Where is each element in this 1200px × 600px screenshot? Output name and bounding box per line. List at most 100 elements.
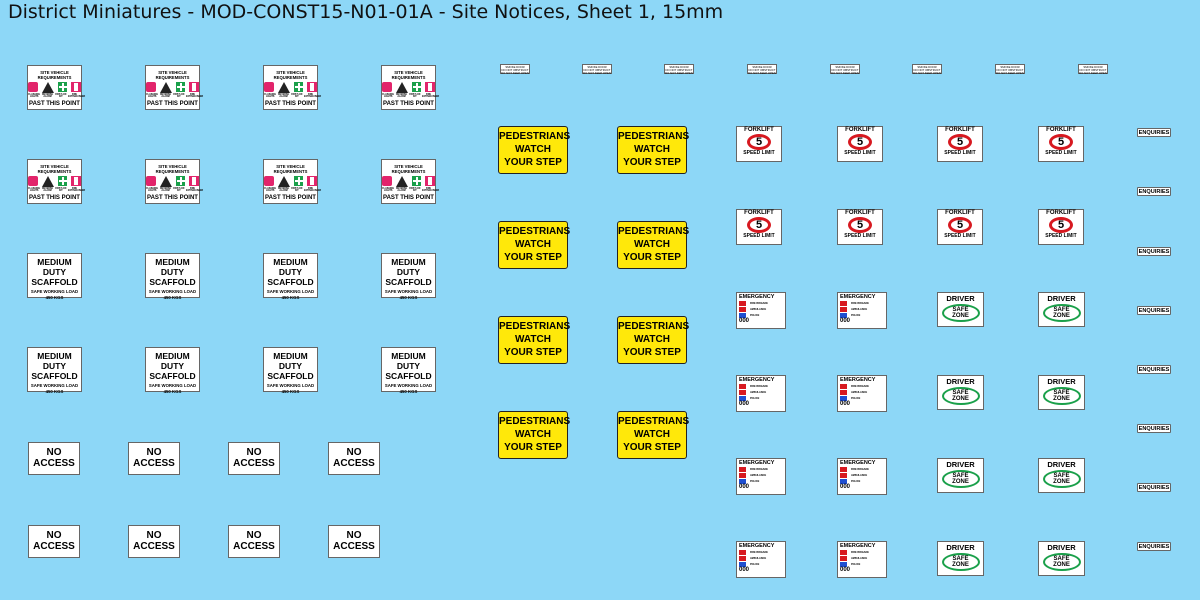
sign-footer: PAST THIS POINT: [265, 195, 316, 201]
sign-line: ACCESS: [333, 458, 375, 469]
enquiries-sign: ENQUIRIES: [1137, 306, 1171, 315]
row-label: AMBULANCE: [750, 556, 767, 560]
speed-circle: 5: [747, 217, 771, 233]
fire-extinguisher-icon: [307, 82, 318, 92]
sub-line: SAFE WORKING LOAD: [30, 383, 79, 388]
site-vehicle-requirements-sign: SITE VEHICLE REQUIREMENTS FLASHING LIGHT…: [145, 159, 203, 204]
police-icon: [739, 395, 746, 401]
warning-icon: [159, 176, 172, 187]
sign-line: DO NOT OBSTRUCT: [913, 68, 941, 72]
no-access-sign: NO ACCESS: [328, 442, 380, 475]
caption: FIRST AID KIT: [409, 188, 421, 192]
sign-heading: EMERGENCY: [739, 460, 775, 466]
warning-icon: [395, 176, 408, 187]
ambulance-icon: [840, 306, 847, 312]
ambulance-icon: [739, 306, 746, 312]
heading-line: SCAFFOLD: [31, 371, 78, 381]
sign-top: DRIVER: [946, 294, 975, 303]
no-access-sign: NO ACCESS: [328, 525, 380, 558]
police-icon: [840, 478, 847, 484]
row-label: AMBULANCE: [750, 390, 767, 394]
sign-line: WATCH: [634, 429, 670, 440]
sign-top: DRIVER: [1047, 543, 1076, 552]
heading-line: SCAFFOLD: [31, 277, 78, 287]
sign-top: FORKLIFT: [1046, 127, 1076, 133]
sub-line: 450 KGS: [45, 389, 64, 394]
oval-line: ZONE: [952, 396, 969, 402]
driver-safe-zone-sign: DRIVER SAFE ZONE: [937, 541, 984, 576]
warning-icon: [277, 82, 290, 93]
row-label: FIRE BRIGADE: [750, 467, 768, 471]
row-label: FIRE BRIGADE: [851, 301, 869, 305]
emergency-number: 000: [739, 484, 750, 490]
heading-line: MEDIUM DUTY: [155, 351, 190, 371]
sign-heading: SITE VEHICLE REQUIREMENTS: [391, 164, 426, 174]
ambulance-icon: [840, 389, 847, 395]
site-vehicle-requirements-sign: SITE VEHICLE REQUIREMENTS FLASHING LIGHT…: [263, 65, 322, 110]
heading-line: SCAFFOLD: [385, 371, 432, 381]
emergency-sign: EMERGENCY FIRE BRIGADE AMBULANCE POLICE …: [837, 541, 887, 578]
caption: FLASHING LIGHTS: [382, 94, 395, 98]
flashing-light-icon: [146, 176, 156, 186]
first-aid-icon: [411, 176, 422, 186]
sign-line: PEDESTRIANS: [499, 321, 571, 332]
emergency-number: 000: [840, 318, 851, 324]
first-aid-icon: [57, 176, 68, 186]
safe-zone-oval: SAFE ZONE: [1042, 304, 1081, 322]
safe-zone-oval: SAFE ZONE: [1042, 387, 1081, 405]
heading-line: SCAFFOLD: [267, 277, 314, 287]
sign-bottom: SPEED LIMIT: [1045, 233, 1077, 239]
sign-line: NO: [46, 447, 62, 458]
safe-zone-oval: SAFE ZONE: [1042, 553, 1081, 571]
sub-line: 450 KGS: [45, 295, 64, 300]
sign-line: PEDESTRIANS: [618, 226, 690, 237]
enquiries-sign: ENQUIRIES: [1137, 424, 1171, 433]
row-label: FIRE BRIGADE: [851, 384, 869, 388]
police-icon: [840, 312, 847, 318]
smoke-door-sign: SMOKE DOOR DO NOT OBSTRUCT DO NOT KEEP O…: [830, 64, 860, 75]
sign-line: ACCESS: [333, 541, 375, 552]
sign-line: SMOKE DOOR: [505, 65, 525, 69]
sign-bottom: SPEED LIMIT: [844, 233, 876, 239]
sub-line: 450 KGS: [399, 389, 418, 394]
pedestrians-sign: PEDESTRIANS WATCH YOUR STEP: [617, 411, 689, 459]
sign-line: YOUR STEP: [504, 347, 562, 358]
caption: REVERSE ALARM: [396, 188, 407, 192]
sign-top: FORKLIFT: [845, 210, 875, 216]
ambulance-icon: [739, 472, 746, 478]
caption: FIRE EXTINGUISHER: [303, 94, 322, 98]
flashing-light-icon: [382, 82, 392, 92]
forklift-speed-sign: FORKLIFT 5 SPEED LIMIT: [837, 126, 883, 162]
first-aid-icon: [57, 82, 68, 92]
flashing-light-icon: [382, 176, 392, 186]
oval-line: SAFE: [952, 307, 969, 313]
caption: FLASHING LIGHTS: [28, 94, 41, 98]
oval-line: ZONE: [952, 313, 969, 319]
sign-top: FORKLIFT: [1046, 210, 1076, 216]
sign-heading: EMERGENCY: [840, 543, 876, 549]
heading-line: SCAFFOLD: [149, 277, 196, 287]
caption: FIRE EXTINGUISHER: [421, 94, 440, 98]
heading-line: MEDIUM DUTY: [391, 257, 426, 277]
sign-heading: EMERGENCY: [840, 460, 876, 466]
pedestrians-sign: PEDESTRIANS WATCH YOUR STEP: [498, 126, 570, 174]
emergency-sign: EMERGENCY FIRE BRIGADE AMBULANCE POLICE …: [837, 375, 887, 412]
sign-top: DRIVER: [946, 460, 975, 469]
sign-bottom: SPEED LIMIT: [944, 150, 976, 156]
pedestrians-sign: PEDESTRIANS WATCH YOUR STEP: [617, 221, 690, 269]
sign-line: NO: [146, 530, 162, 541]
sign-top: DRIVER: [1047, 460, 1076, 469]
caption: REVERSE ALARM: [42, 188, 53, 192]
pedestrians-sign: PEDESTRIANS WATCH YOUR STEP: [617, 126, 689, 174]
enquiries-sign: ENQUIRIES: [1137, 542, 1171, 551]
sign-line: DO NOT OBSTRUCT: [1079, 68, 1107, 72]
enquiries-sign: ENQUIRIES: [1137, 187, 1171, 196]
sign-line: DO NOT KEEP OPEN: [831, 71, 859, 75]
fire-extinguisher-icon: [189, 82, 200, 92]
sign-line: NO: [246, 447, 262, 458]
sign-heading: SITE VEHICLE REQUIREMENTS: [155, 164, 190, 174]
emergency-number: 000: [739, 567, 750, 573]
sign-line: NO: [346, 447, 362, 458]
row-label: POLICE: [851, 479, 861, 483]
